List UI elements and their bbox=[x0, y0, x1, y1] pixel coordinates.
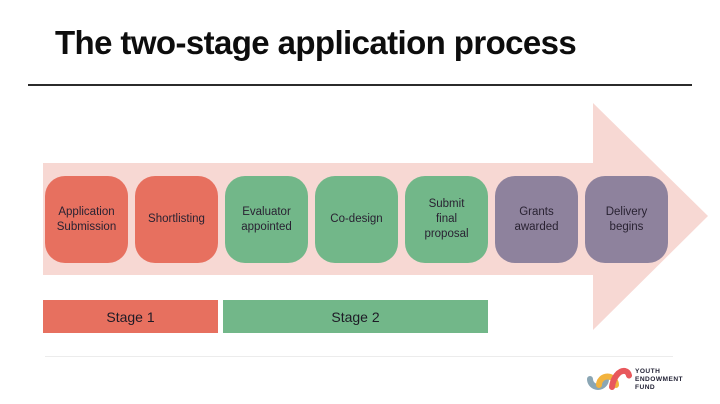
footer-divider bbox=[45, 356, 673, 357]
step-co-design: Co-design bbox=[315, 176, 398, 263]
step-shortlisting: Shortlisting bbox=[135, 176, 218, 263]
title-underline bbox=[28, 84, 692, 86]
process-steps-row: Application Submission Shortlisting Eval… bbox=[45, 176, 668, 263]
yef-logo-icon bbox=[587, 367, 632, 390]
step-delivery-begins: Delivery begins bbox=[585, 176, 668, 263]
logo-arc-red bbox=[609, 367, 632, 390]
stage-bar-stage-2: Stage 2 bbox=[223, 300, 488, 333]
step-submit-final-proposal: Submit final proposal bbox=[405, 176, 488, 263]
page-title: The two-stage application process bbox=[55, 24, 577, 61]
yef-logo: YOUTH ENDOWMENT FUND bbox=[586, 362, 683, 398]
stage-bar-stage-1: Stage 1 bbox=[43, 300, 218, 333]
step-evaluator-appointed: Evaluator appointed bbox=[225, 176, 308, 263]
step-grants-awarded: Grants awarded bbox=[495, 176, 578, 263]
step-application-submission: Application Submission bbox=[45, 176, 128, 263]
yef-logo-text: YOUTH ENDOWMENT FUND bbox=[635, 368, 684, 391]
